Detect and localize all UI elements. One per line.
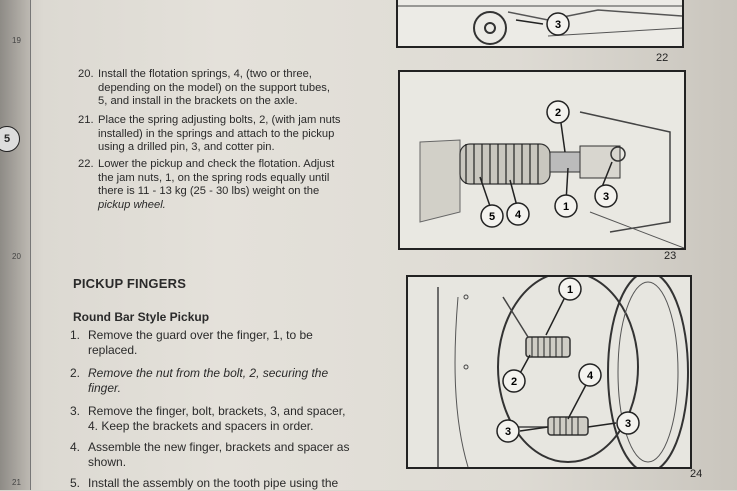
finger-step-2: 2. Remove the nut from the bolt, 2, secu… <box>70 366 380 396</box>
step-number: 2. <box>70 366 81 380</box>
step-number: 4. <box>70 440 81 454</box>
step-20: 20. Install the flotation springs, 4, (t… <box>78 68 378 109</box>
step-line: the jam nuts, 1, on the spring rods equa… <box>98 171 330 184</box>
finger-step-1: 1. Remove the guard over the finger, 1, … <box>70 328 380 358</box>
callout-label: 3 <box>555 19 561 31</box>
figure-number: 23 <box>664 250 677 262</box>
step-line: shown. <box>88 455 127 469</box>
step-line: Install the flotation springs, 4, (two o… <box>98 68 312 80</box>
step-line: Remove the guard over the finger, 1, to … <box>88 328 313 342</box>
step-number: 20. <box>78 68 94 80</box>
figure-22: 3 <box>396 0 684 48</box>
page-ref: 19 <box>12 36 21 45</box>
section-title: PICKUP FINGERS <box>73 276 187 291</box>
step-line: replaced. <box>88 343 138 357</box>
figure-23-illustration: 2 1 5 4 3 <box>400 72 684 248</box>
step-line: using a drilled pin, 3, and cotter pin. <box>98 141 275 153</box>
finger-step-4: 4. Assemble the new finger, brackets and… <box>70 440 380 470</box>
callout-label: 2 <box>511 376 517 388</box>
page-ref: 21 <box>12 478 21 487</box>
figure-22-illustration: 3 <box>398 5 682 45</box>
step-line: Place the spring adjusting bolts, 2, (wi… <box>98 114 341 126</box>
step-line: 5, and install in the brackets on the ax… <box>98 95 298 107</box>
step-line: Remove the nut from the bolt, 2, securin… <box>88 366 329 380</box>
finger-step-3: 3. Remove the finger, bolt, brackets, 3,… <box>70 404 380 434</box>
step-line: there is 11 - 13 kg (25 - 30 lbs) weight… <box>98 185 320 197</box>
step-line: 4. Keep the brackets and spacers in orde… <box>88 419 314 433</box>
callout-label: 3 <box>625 418 631 430</box>
step-line: Assemble the new finger, brackets and sp… <box>88 440 350 454</box>
step-number: 5. <box>70 476 81 490</box>
figure-number: 24 <box>690 468 703 480</box>
figure-24-illustration: 1 2 4 3 3 <box>408 277 690 467</box>
callout-label: 3 <box>505 426 511 438</box>
step-line: Install the assembly on the tooth pipe u… <box>88 476 339 490</box>
figure-24: 1 2 4 3 3 <box>406 275 692 469</box>
callout-label: 4 <box>587 370 594 382</box>
step-number: 3. <box>70 404 81 418</box>
callout-label: 5 <box>489 211 495 223</box>
step-21: 21. Place the spring adjusting bolts, 2,… <box>78 114 378 155</box>
figure-number: 22 <box>656 52 669 64</box>
step-line: depending on the model) on the support t… <box>98 81 330 94</box>
subsection-title: Round Bar Style Pickup <box>73 310 210 324</box>
step-22: 22. Lower the pickup and check the flota… <box>78 158 378 212</box>
step-line: Lower the pickup and check the flotation… <box>98 158 335 170</box>
callout-label: 1 <box>563 201 569 213</box>
callout-label: 3 <box>603 191 609 203</box>
adjacent-page-strip: 19 20 21 5 <box>0 0 31 490</box>
step-number: 22. <box>78 158 94 170</box>
figure-23: 2 1 5 4 3 <box>398 70 686 250</box>
step-line: installed) in the springs and attach to … <box>98 127 335 140</box>
callout-label: 2 <box>555 107 561 119</box>
callout-label: 4 <box>515 209 522 221</box>
step-line: Remove the finger, bolt, brackets, 3, an… <box>88 404 346 418</box>
step-number: 21. <box>78 114 94 126</box>
step-line: pickup wheel. <box>98 198 166 211</box>
callout-label: 1 <box>567 284 573 296</box>
step-line: finger. <box>88 381 121 395</box>
page-ref: 20 <box>12 252 21 261</box>
finger-step-5: 5. Install the assembly on the tooth pip… <box>70 476 380 491</box>
step-number: 1. <box>70 328 81 342</box>
callout-circle: 5 <box>0 126 20 152</box>
